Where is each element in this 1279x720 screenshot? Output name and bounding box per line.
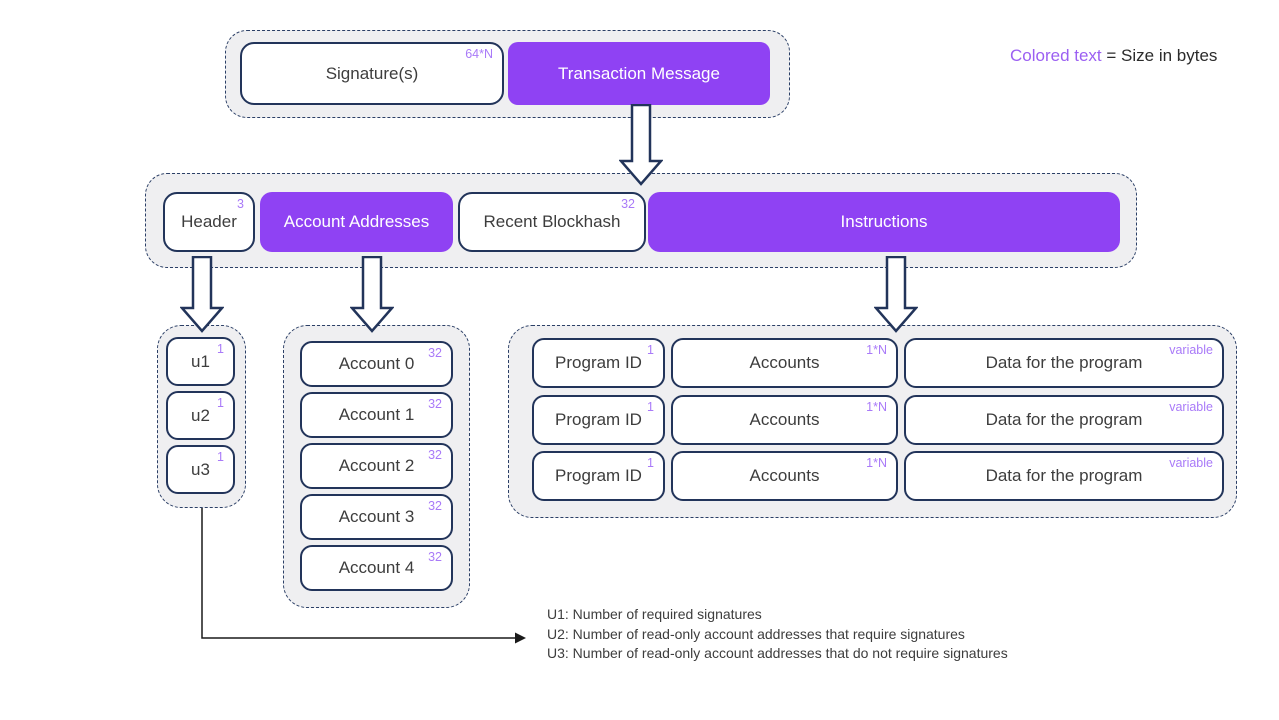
account-1-box: 32 Account 1 — [300, 392, 453, 438]
size-label: 32 — [428, 346, 442, 360]
program-id-label: Program ID — [555, 353, 642, 372]
size-label: 32 — [428, 499, 442, 513]
size-label: 32 — [428, 550, 442, 564]
u1-box: 1 u1 — [166, 337, 235, 386]
size-label: 1 — [647, 456, 654, 470]
account-4-label: Account 4 — [338, 558, 415, 577]
instruction-data-box: variable Data for the program — [904, 338, 1224, 388]
account-0-box: 32 Account 0 — [300, 341, 453, 387]
legend-colored-text: Colored text — [1010, 46, 1102, 65]
u2-label: u2 — [191, 405, 210, 425]
signatures-box: 64*N Signature(s) — [240, 42, 504, 105]
u2-box: 1 u2 — [166, 391, 235, 440]
size-label: 1 — [217, 342, 224, 356]
legend-description: = Size in bytes — [1101, 46, 1218, 65]
u3-label: u3 — [191, 459, 210, 479]
program-id-box: 1 Program ID — [532, 451, 665, 501]
u1-label: u1 — [191, 351, 210, 371]
instruction-accounts-box: 1*N Accounts — [671, 395, 898, 445]
down-arrow-icon — [619, 104, 663, 186]
size-label: 32 — [428, 448, 442, 462]
instruction-data-label: Data for the program — [985, 353, 1143, 372]
account-1-label: Account 1 — [338, 405, 415, 424]
transaction-message-box: Transaction Message — [508, 42, 770, 105]
program-id-label: Program ID — [555, 466, 642, 485]
size-label: 1 — [647, 343, 654, 357]
size-label: variable — [1169, 343, 1213, 357]
size-label: variable — [1169, 400, 1213, 414]
account-3-label: Account 3 — [338, 507, 415, 526]
account-0-label: Account 0 — [338, 354, 415, 373]
connector-arrow — [201, 508, 526, 644]
account-2-label: Account 2 — [338, 456, 415, 475]
instruction-data-box: variable Data for the program — [904, 451, 1224, 501]
account-3-box: 32 Account 3 — [300, 494, 453, 540]
account-addresses-box: Account Addresses — [260, 192, 453, 252]
size-label: 3 — [237, 197, 244, 211]
program-id-label: Program ID — [555, 410, 642, 429]
size-label: 1*N — [866, 400, 887, 414]
recent-blockhash-box: 32 Recent Blockhash — [458, 192, 646, 252]
header-label: Header — [181, 212, 237, 231]
size-label: 1*N — [866, 343, 887, 357]
size-label: 1 — [647, 400, 654, 414]
instruction-data-label: Data for the program — [985, 466, 1143, 485]
instruction-accounts-label: Accounts — [749, 466, 820, 485]
instructions-label: Instructions — [840, 212, 928, 231]
instructions-box: Instructions — [648, 192, 1120, 252]
header-box: 3 Header — [163, 192, 255, 252]
transaction-message-label: Transaction Message — [558, 63, 720, 83]
recent-blockhash-label: Recent Blockhash — [483, 212, 621, 231]
account-addresses-label: Account Addresses — [283, 212, 430, 231]
u3-box: 1 u3 — [166, 445, 235, 494]
footnote-u1: U1: Number of required signatures — [547, 606, 762, 622]
account-4-box: 32 Account 4 — [300, 545, 453, 591]
instruction-accounts-box: 1*N Accounts — [671, 451, 898, 501]
down-arrow-icon — [874, 256, 918, 333]
account-2-box: 32 Account 2 — [300, 443, 453, 489]
instruction-accounts-label: Accounts — [749, 410, 820, 429]
signatures-label: Signature(s) — [325, 63, 419, 83]
program-id-box: 1 Program ID — [532, 338, 665, 388]
size-label: 1 — [217, 396, 224, 410]
instruction-data-label: Data for the program — [985, 410, 1143, 429]
instruction-data-box: variable Data for the program — [904, 395, 1224, 445]
footnote-u2: U2: Number of read-only account addresse… — [547, 625, 965, 642]
size-label: 1*N — [866, 456, 887, 470]
down-arrow-icon — [350, 256, 394, 333]
size-label: 1 — [217, 450, 224, 464]
program-id-box: 1 Program ID — [532, 395, 665, 445]
instruction-accounts-label: Accounts — [749, 353, 820, 372]
instruction-accounts-box: 1*N Accounts — [671, 338, 898, 388]
down-arrow-icon — [180, 256, 224, 333]
size-label: 32 — [621, 197, 635, 211]
size-label: variable — [1169, 456, 1213, 470]
size-label: 64*N — [465, 47, 493, 61]
size-label: 32 — [428, 397, 442, 411]
footnotes: U1: Number of required signatures U2: Nu… — [547, 605, 1008, 664]
footnote-u3: U3: Number of read-only account addresse… — [547, 645, 1008, 661]
legend: Colored text = Size in bytes — [1010, 46, 1217, 66]
